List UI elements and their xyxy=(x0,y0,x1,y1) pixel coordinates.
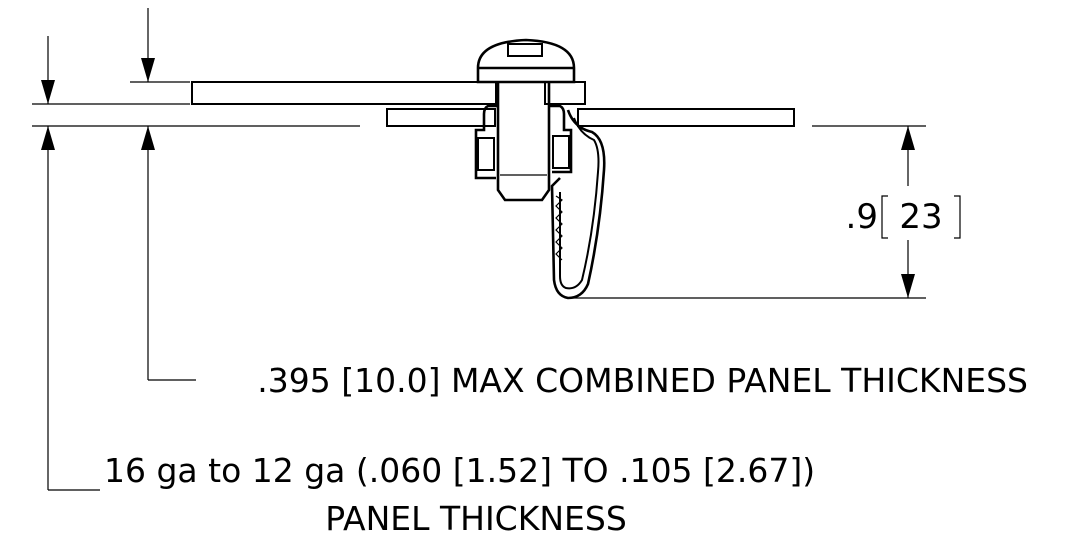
upper-panel xyxy=(191,81,586,105)
lower-panel xyxy=(386,108,795,127)
max-combined-dim xyxy=(130,8,196,381)
panel-range-label: 16 ga to 12 ga (.060 [1.52] TO .105 [2.6… xyxy=(104,451,815,490)
screw-head xyxy=(476,38,576,84)
max-combined-label: .395 [10.0] MAX COMBINED PANEL THICKNESS xyxy=(257,361,1028,400)
panel-thickness-label: PANEL THICKNESS xyxy=(325,499,627,536)
height-imperial-label: .9 xyxy=(846,197,878,237)
spring-clip xyxy=(474,104,606,300)
screw-shank xyxy=(496,82,551,202)
height-metric-label: 23 xyxy=(899,197,942,237)
height-dim xyxy=(572,125,961,299)
panel-thickness-dim xyxy=(32,36,360,491)
